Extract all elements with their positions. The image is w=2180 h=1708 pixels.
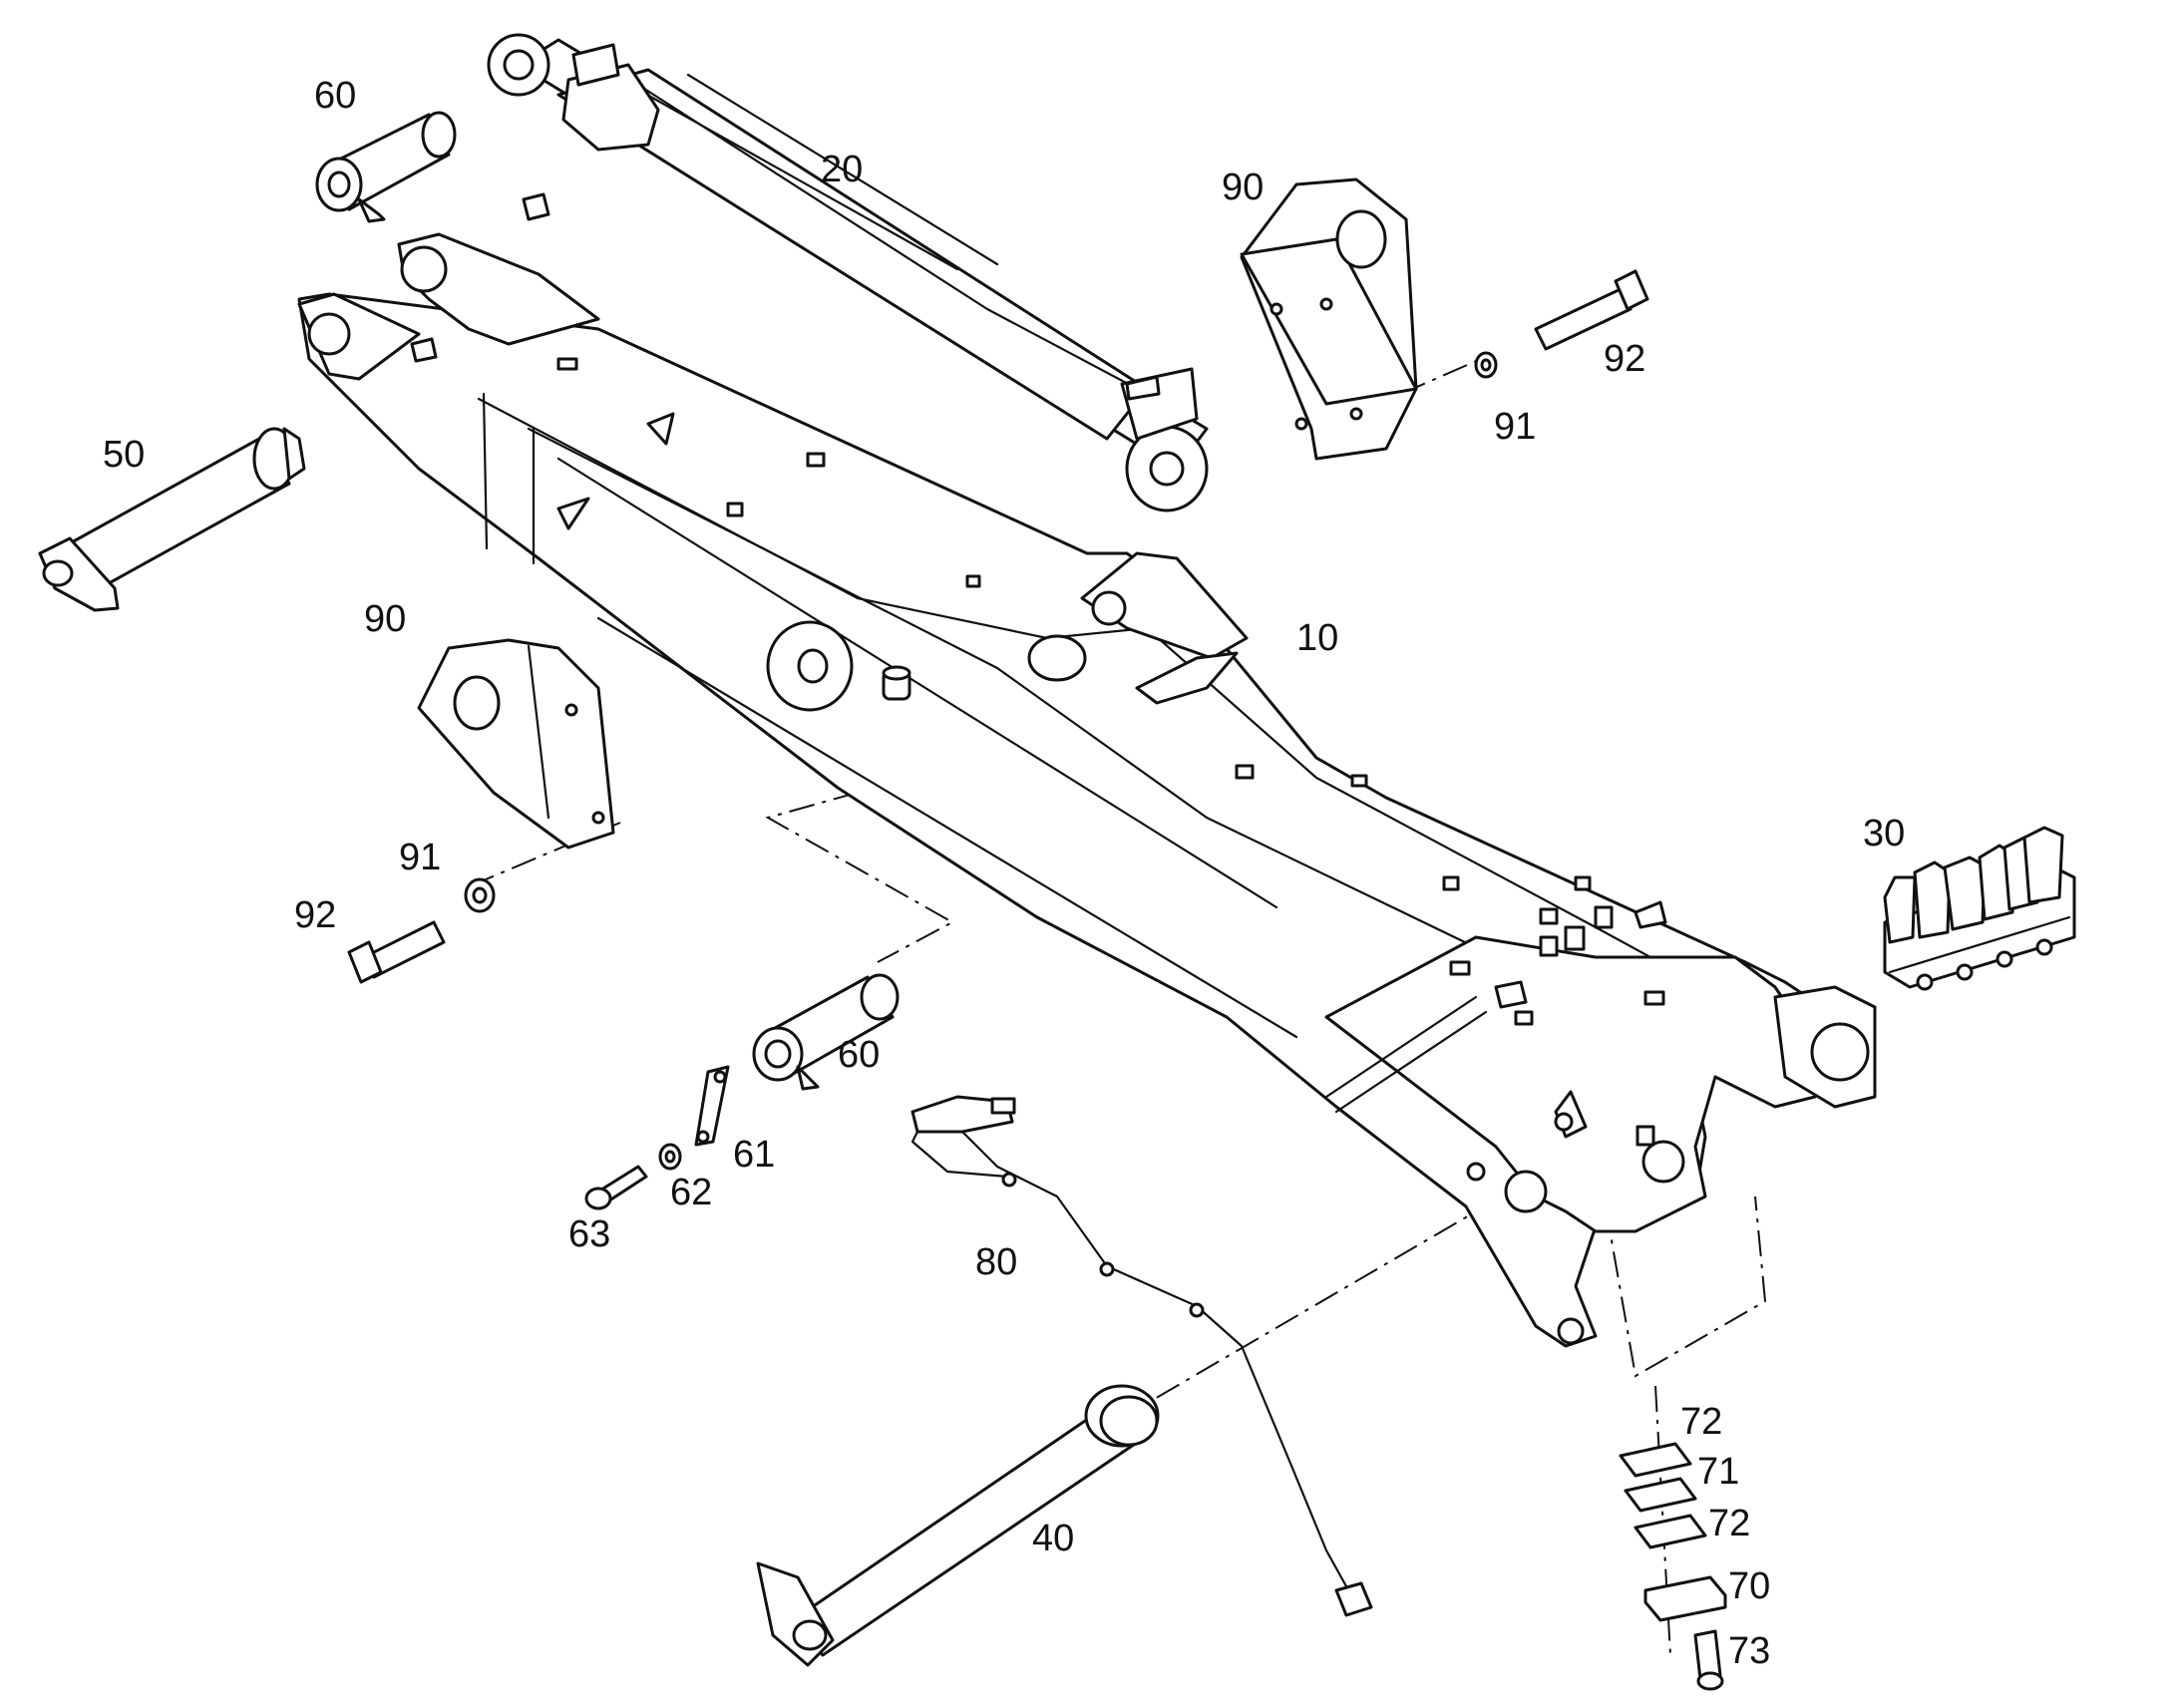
- callout-10: 10: [1296, 617, 1338, 659]
- part-92-bolt-bottom: [347, 920, 446, 984]
- part-92-bolt-top: [1534, 269, 1649, 351]
- callout-80: 80: [975, 1241, 1017, 1283]
- part-62-washer: [658, 1143, 682, 1171]
- part-50-pin: [38, 427, 306, 612]
- callout-70: 70: [1728, 1565, 1770, 1607]
- callout-90-bottom: 90: [364, 598, 406, 640]
- callout-92-bottom: 92: [294, 894, 336, 936]
- part-61-strap: [694, 1065, 730, 1147]
- part-63-bolt: [584, 1165, 648, 1210]
- callout-91-bottom: 91: [399, 837, 441, 878]
- callout-71: 71: [1697, 1451, 1739, 1493]
- part-91-washer-top: [1474, 351, 1498, 379]
- part-90-bracket-top: [1240, 177, 1418, 461]
- callout-63: 63: [568, 1213, 610, 1255]
- callout-20: 20: [821, 149, 863, 190]
- callout-72-top: 72: [1680, 1401, 1722, 1443]
- part-30-connector-block: [1883, 826, 2076, 991]
- part-72-shim-bottom: [1634, 1514, 1707, 1549]
- part-80-wiring-harness: [910, 1095, 1373, 1617]
- callout-50: 50: [103, 434, 145, 476]
- callout-61: 61: [733, 1134, 775, 1176]
- part-20-hydraulic-cylinder: [487, 33, 1209, 512]
- part-71-shim: [1624, 1477, 1697, 1513]
- part-72-shim-top: [1619, 1442, 1692, 1478]
- callout-90-top: 90: [1222, 167, 1264, 208]
- callout-91-top: 91: [1494, 406, 1536, 448]
- part-91-washer-bottom: [464, 877, 496, 913]
- callout-62: 62: [670, 1172, 712, 1213]
- callout-40: 40: [1032, 1518, 1074, 1559]
- part-60-bushing-top: [315, 111, 457, 223]
- part-60-bushing-bottom: [752, 973, 900, 1091]
- callout-72-bottom: 72: [1708, 1503, 1750, 1544]
- callout-60-bottom: 60: [838, 1034, 880, 1076]
- part-70-plate: [1643, 1575, 1727, 1622]
- part-73-bolt: [1693, 1629, 1724, 1691]
- part-90-bracket-bottom: [417, 638, 615, 850]
- callout-60-top: 60: [314, 75, 356, 117]
- callout-labels: 10 20 30 40 50 60 60 61 62 63 70 71 72 7…: [103, 75, 1905, 1672]
- part-10-boom-arm: [297, 192, 1877, 1348]
- callout-30: 30: [1863, 813, 1905, 854]
- callout-92-top: 92: [1604, 338, 1645, 380]
- callout-73: 73: [1728, 1630, 1770, 1672]
- part-40-pin: [756, 1384, 1160, 1667]
